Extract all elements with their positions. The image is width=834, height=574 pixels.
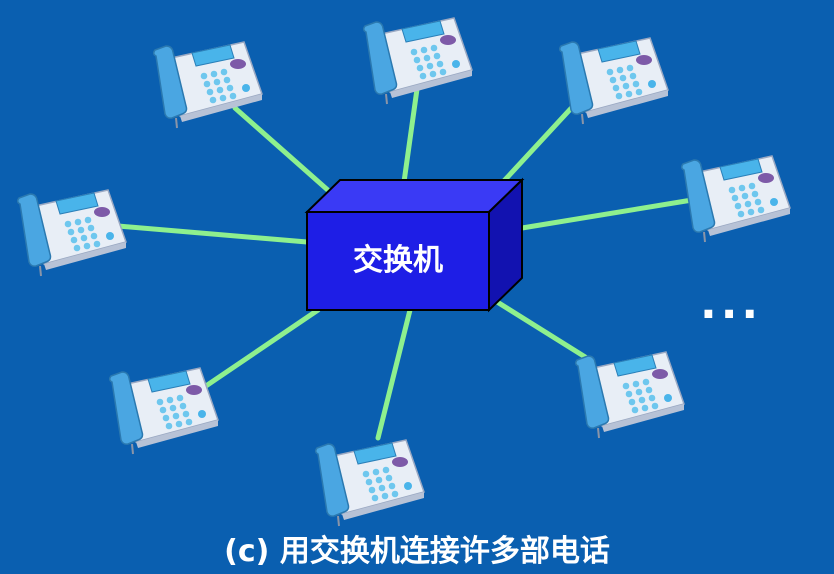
switch-label: 交换机	[353, 243, 443, 278]
link-top	[401, 79, 421, 185]
link-top-left	[232, 105, 333, 195]
telephone-icon	[558, 37, 669, 125]
telephone-icon	[108, 367, 219, 455]
link-bottom-right	[491, 297, 593, 363]
link-left	[115, 223, 310, 245]
telephone-icon	[314, 439, 425, 527]
link-bottom	[375, 307, 413, 441]
telephone-icon	[16, 189, 127, 277]
link-right	[519, 197, 695, 231]
telephone-icon	[574, 351, 685, 439]
more-phones-ellipsis: ...	[700, 278, 763, 329]
link-bottom-left	[197, 307, 321, 393]
telephone-icon	[680, 155, 791, 243]
switch-box: 交换机	[304, 177, 525, 313]
figure-caption: (c) 用交换机连接许多部电话	[224, 534, 610, 569]
